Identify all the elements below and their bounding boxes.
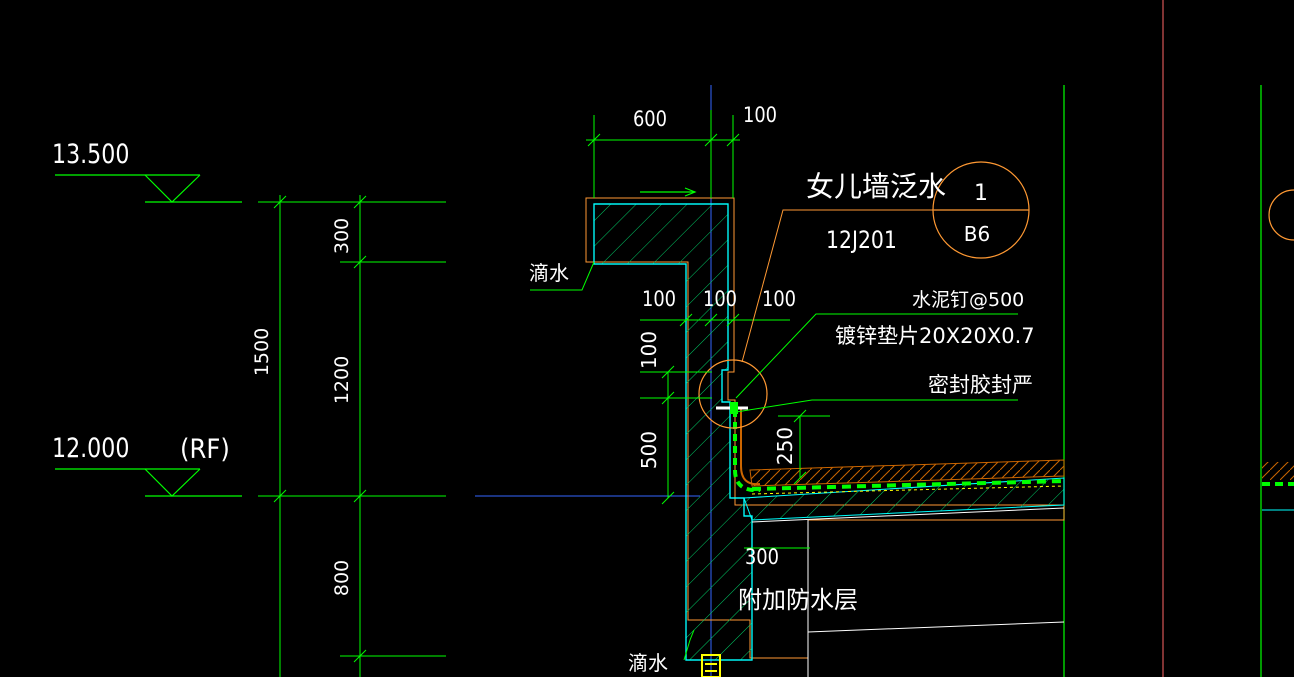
- detail-sheet-text: B6: [964, 222, 990, 246]
- dim-100-top-text: 100: [743, 103, 777, 128]
- drip-bottom-label: 滴水: [628, 651, 668, 675]
- dim-800-text: 800: [331, 560, 353, 596]
- detail-number-text: 1: [974, 181, 988, 206]
- dim-upturn-text: 500: [637, 431, 661, 469]
- flashing-detail-circle: [698, 359, 768, 429]
- roof-waterproof-layers: [733, 408, 1065, 495]
- dim-1500-text: 1500: [251, 328, 273, 376]
- drip-top-label: 滴水: [529, 261, 569, 285]
- elevation-roof-text: 12.000: [52, 432, 129, 464]
- dim-wall-a-text: 100: [642, 287, 676, 312]
- dim-base-text: 300: [745, 545, 779, 570]
- drip-arrow: [640, 187, 697, 197]
- wall-dimension-chain: [640, 313, 830, 549]
- leader-lines: [530, 209, 1018, 661]
- axis-lines: [475, 85, 712, 677]
- extra-waterproof-label: 附加防水层: [738, 586, 858, 614]
- sheet-frame: [1063, 0, 1294, 677]
- sealant-label: 密封胶封严: [928, 373, 1033, 397]
- top-dimension-chain: [586, 110, 740, 198]
- bottom-marker: [701, 654, 721, 677]
- vertical-dimension-chain: [258, 195, 446, 677]
- elevation-top-text: 13.500: [52, 138, 129, 170]
- std-atlas-label: 12J201: [826, 226, 897, 254]
- adjacent-detail-fragment: [1262, 462, 1294, 511]
- cement-nail-label: 水泥钉@500: [912, 289, 1024, 311]
- dim-wall-b-text: 100: [703, 287, 737, 312]
- dim-step-text: 100: [637, 331, 661, 369]
- parapet-flashing-label: 女儿墙泛水: [806, 170, 946, 203]
- vertical-dimension-texts: 300 1200 800 1500: [251, 218, 353, 596]
- elevation-mark-top: 13.500: [52, 138, 242, 203]
- detail-reference-bubble: 1 B6: [932, 161, 1030, 259]
- dim-300-text: 300: [331, 218, 353, 254]
- elevation-mark-roof: 12.000 (RF): [52, 432, 242, 497]
- dim-wall-c-text: 100: [762, 287, 796, 312]
- dim-600-text: 600: [633, 107, 667, 132]
- galv-washer-label: 镀锌垫片20X20X0.7: [835, 324, 1035, 348]
- roof-tag-text: (RF): [180, 434, 230, 466]
- dim-1200-text: 1200: [331, 356, 353, 404]
- dim-flash-text: 250: [773, 427, 797, 465]
